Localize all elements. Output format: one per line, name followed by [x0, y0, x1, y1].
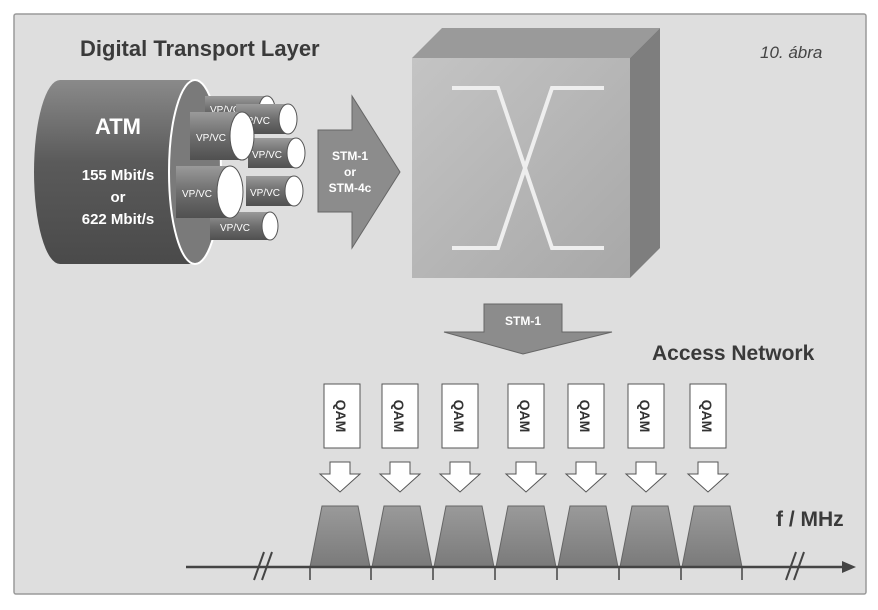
title-digital-transport-layer: Digital Transport Layer: [80, 36, 320, 61]
svg-text:QAM: QAM: [699, 400, 715, 433]
svg-text:VP/VC: VP/VC: [220, 223, 250, 234]
vpvc-tube: VP/VC: [190, 111, 255, 161]
qam-box: QAM: [381, 383, 419, 449]
svg-text:VP/VC: VP/VC: [250, 188, 280, 199]
down-arrow: [564, 461, 608, 493]
qam-box: QAM: [627, 383, 665, 449]
down-arrow: [318, 461, 362, 493]
down-arrow: [378, 461, 422, 493]
frequency-axis: [186, 551, 856, 581]
figure-label: 10. ábra: [760, 43, 822, 62]
stm-arrow-right: [317, 94, 401, 250]
qam-box: QAM: [567, 383, 605, 449]
svg-text:QAM: QAM: [333, 400, 349, 433]
svg-text:QAM: QAM: [391, 400, 407, 433]
stm-arrow-down: [443, 303, 613, 355]
down-arrow: [504, 461, 548, 493]
qam-box: QAM: [441, 383, 479, 449]
svg-text:VP/VC: VP/VC: [240, 116, 270, 127]
vpvc-tube: VP/VC: [248, 137, 306, 169]
svg-text:VP/VC: VP/VC: [182, 189, 212, 200]
atm-rate-or: or: [111, 189, 126, 206]
svg-text:QAM: QAM: [517, 400, 533, 433]
qam-box: QAM: [323, 383, 361, 449]
vpvc-tube: VP/VC: [246, 175, 304, 207]
stm-arrow-line1: STM-1: [332, 149, 368, 163]
vpvc-tube: VP/VC: [176, 165, 244, 219]
svg-text:QAM: QAM: [451, 400, 467, 433]
stm-down-label: STM-1: [505, 314, 541, 328]
atm-label: ATM: [95, 114, 141, 139]
cross-connect-box: [412, 28, 660, 278]
qam-box: QAM: [507, 383, 545, 449]
stm-arrow-line3: STM-4c: [329, 181, 372, 195]
down-arrow: [438, 461, 482, 493]
qam-box: QAM: [689, 383, 727, 449]
title-access-network: Access Network: [652, 342, 815, 365]
svg-text:VP/VC: VP/VC: [252, 150, 282, 161]
svg-text:QAM: QAM: [637, 400, 653, 433]
atm-rate-155: 155 Mbit/s: [82, 167, 155, 184]
frequency-axis-label: f / MHz: [776, 508, 844, 531]
svg-text:VP/VC: VP/VC: [196, 133, 226, 144]
svg-text:VP/VC: VP/VC: [210, 105, 240, 116]
down-arrow: [686, 461, 730, 493]
stm-arrow-line2: or: [344, 165, 356, 179]
atm-rate-622: 622 Mbit/s: [82, 211, 155, 228]
down-arrow: [624, 461, 668, 493]
svg-text:QAM: QAM: [577, 400, 593, 433]
